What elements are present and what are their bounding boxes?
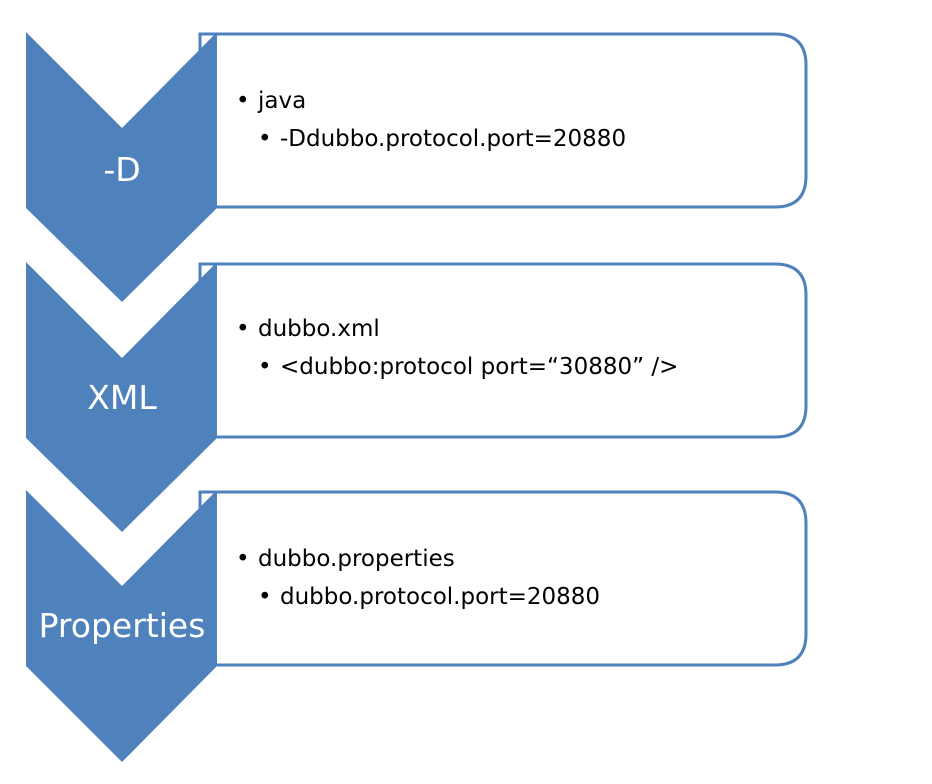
step-label-properties: Properties	[38, 606, 206, 645]
list-item-text: java	[258, 88, 307, 114]
list-item: • <dubbo:protocol port=“30880” />	[258, 348, 796, 386]
list-item: • java	[236, 82, 796, 120]
list-item: • dubbo.properties	[236, 540, 796, 578]
list-item: • -Ddubbo.protocol.port=20880	[258, 120, 796, 158]
chevron-d-shape	[26, 32, 217, 302]
bullet-list-xml: • dubbo.xml • <dubbo:protocol port=“3088…	[236, 310, 796, 386]
bullet-icon: •	[258, 584, 272, 610]
chevron-properties-shape	[26, 490, 217, 762]
chevron-xml-shape	[26, 262, 217, 532]
bullet-icon: •	[236, 546, 250, 572]
step-label-d: -D	[103, 150, 141, 189]
bullet-icon: •	[236, 316, 250, 342]
list-item-text: -Ddubbo.protocol.port=20880	[280, 126, 627, 152]
bullet-list-properties: • dubbo.properties • dubbo.protocol.port…	[236, 540, 796, 616]
list-item: • dubbo.protocol.port=20880	[258, 578, 796, 616]
list-item: • dubbo.xml	[236, 310, 796, 348]
panel-xml-shape	[198, 262, 808, 439]
bullet-icon: •	[236, 88, 250, 114]
panel-d-shape	[198, 32, 808, 209]
list-item-text: <dubbo:protocol port=“30880” />	[280, 354, 679, 380]
list-item-text: dubbo.properties	[258, 546, 455, 572]
bullet-icon: •	[258, 126, 272, 152]
step-label-xml: XML	[87, 378, 157, 417]
panel-properties-shape	[198, 490, 808, 667]
bullet-icon: •	[258, 354, 272, 380]
list-item-text: dubbo.xml	[258, 316, 380, 342]
bullet-list-d: • java • -Ddubbo.protocol.port=20880	[236, 82, 796, 158]
list-item-text: dubbo.protocol.port=20880	[280, 584, 601, 610]
